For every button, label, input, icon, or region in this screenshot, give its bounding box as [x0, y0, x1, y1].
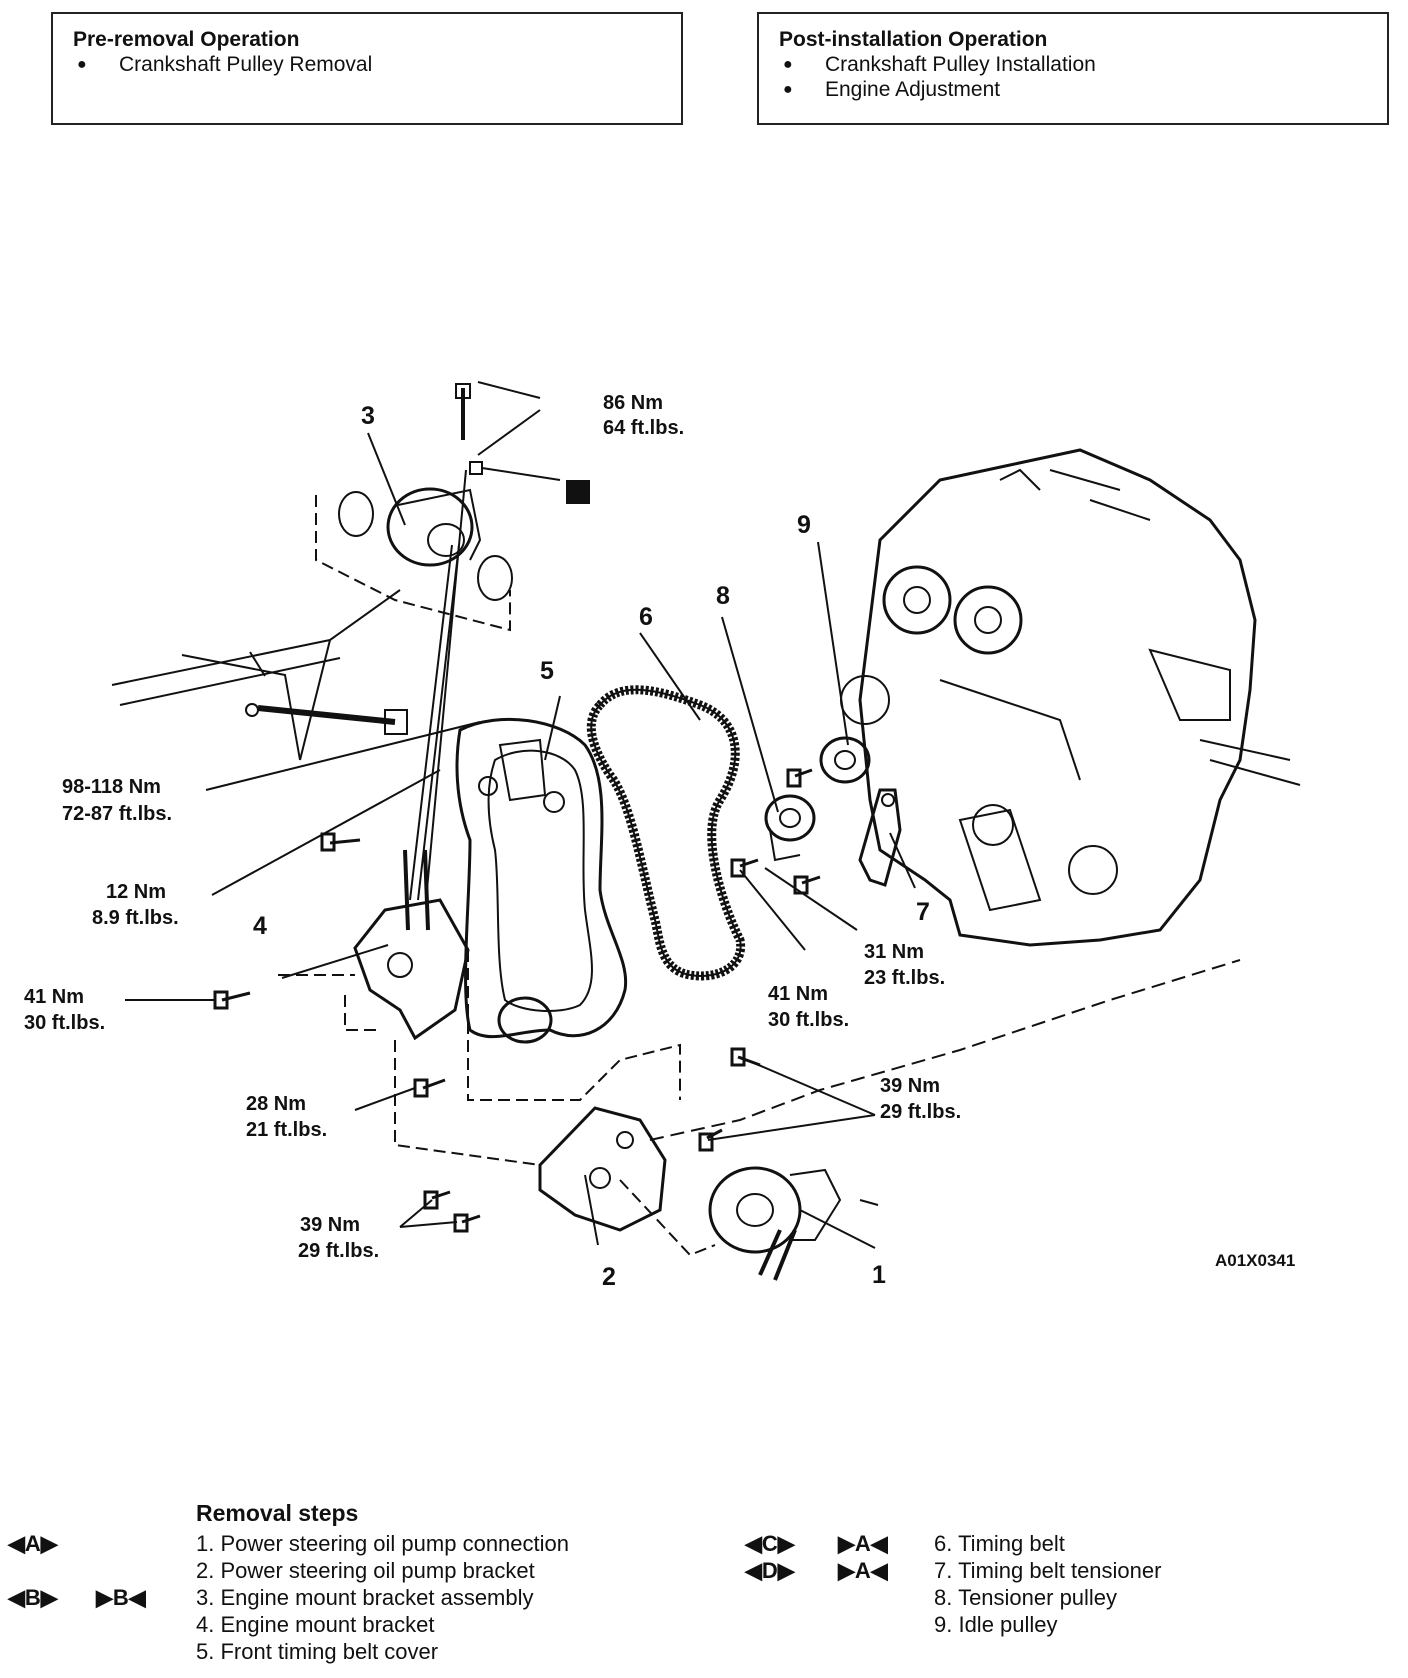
- power-steering-pump: [708, 1166, 879, 1281]
- step-item: 3. Engine mount bracket assembly: [196, 1585, 534, 1610]
- new-part-label: N: [572, 483, 585, 503]
- callout-numbers: 1 2 3 4 5 6 7 8 9: [253, 402, 930, 1291]
- step-item: 7. Timing belt tensioner: [934, 1558, 1162, 1583]
- pre-removal-box: Pre-removal Operation Crankshaft Pulley …: [51, 12, 683, 125]
- new-part-badge: [566, 480, 590, 504]
- service-mark-b-install: ▶B◀: [96, 1585, 146, 1610]
- frame-lines: [111, 639, 341, 706]
- step-item: 6. Timing belt: [934, 1531, 1065, 1556]
- service-mark-c: ◀C▶: [745, 1531, 795, 1556]
- torque-labels: 86 Nm 64 ft.lbs. 98-118 Nm 72-87 ft.lbs.…: [24, 392, 961, 1262]
- torque-ft-30-right: 30 ft.lbs.: [768, 1009, 849, 1031]
- service-mark-b: ◀B▶: [8, 1585, 58, 1610]
- callout-4: 4: [253, 912, 267, 940]
- torque-ft-64: 64 ft.lbs.: [603, 417, 684, 439]
- removal-steps-title: Removal steps: [196, 1500, 359, 1526]
- front-timing-belt-cover: [455, 717, 628, 1044]
- engine-mount-bracket: [353, 849, 470, 1041]
- service-mark-a-install: ▶A◀: [838, 1558, 888, 1583]
- figure-id: A01X0341: [1215, 1251, 1295, 1270]
- torque-ft-8-9: 8.9 ft.lbs.: [92, 907, 179, 929]
- torque-nm-41-right: 41 Nm: [768, 983, 828, 1005]
- torque-nm-39-left: 39 Nm: [300, 1214, 360, 1236]
- step-item: 5. Front timing belt cover: [196, 1639, 439, 1664]
- post-installation-box: Post-installation Operation Crankshaft P…: [757, 12, 1389, 125]
- timing-belt-tensioner: [858, 788, 902, 887]
- callout-7: 7: [916, 898, 930, 926]
- torque-ft-29-right: 29 ft.lbs.: [880, 1101, 961, 1123]
- torque-nm-86: 86 Nm: [603, 392, 663, 414]
- engine-mount-bracket-assembly: [338, 383, 513, 601]
- callout-8: 8: [716, 582, 730, 610]
- service-mark-a-install: ▶A◀: [838, 1531, 888, 1556]
- tensioner-pulley: [764, 794, 816, 862]
- idle-pulley: [819, 736, 871, 784]
- torque-nm-39-right: 39 Nm: [880, 1075, 940, 1097]
- torque-nm-41-left: 41 Nm: [24, 986, 84, 1008]
- post-installation-item: Engine Adjustment: [779, 77, 1367, 102]
- engine-block: [840, 448, 1301, 947]
- torque-ft-72-87: 72-87 ft.lbs.: [62, 803, 172, 825]
- step-item: 8. Tensioner pulley: [934, 1585, 1118, 1610]
- step-item: 1. Power steering oil pump connection: [196, 1531, 569, 1556]
- callout-3: 3: [361, 402, 375, 430]
- timing-belt: [586, 685, 746, 981]
- service-mark-d: ◀D▶: [745, 1558, 795, 1583]
- power-steering-bracket: [538, 1106, 667, 1232]
- torque-nm-12: 12 Nm: [106, 881, 166, 903]
- step-item: 4. Engine mount bracket: [196, 1612, 435, 1637]
- bolt: [213, 768, 821, 1233]
- torque-nm-28: 28 Nm: [246, 1093, 306, 1115]
- torque-ft-29-left: 29 ft.lbs.: [298, 1240, 379, 1262]
- callout-5: 5: [540, 657, 554, 685]
- pre-removal-title: Pre-removal Operation: [73, 28, 300, 51]
- step-item: 9. Idle pulley: [934, 1612, 1058, 1637]
- torque-ft-23: 23 ft.lbs.: [864, 967, 945, 989]
- torque-ft-21: 21 ft.lbs.: [246, 1119, 327, 1141]
- step-item: 2. Power steering oil pump bracket: [196, 1558, 535, 1583]
- pre-removal-item: Crankshaft Pulley Removal: [73, 52, 661, 77]
- post-installation-title: Post-installation Operation: [779, 28, 1048, 51]
- removal-steps-left: 1. Power steering oil pump connection 2.…: [196, 1530, 569, 1665]
- callout-2: 2: [602, 1263, 616, 1291]
- callout-1: 1: [872, 1261, 886, 1289]
- torque-nm-31: 31 Nm: [864, 941, 924, 963]
- removal-steps-right: 6. Timing belt 7. Timing belt tensioner …: [934, 1530, 1161, 1638]
- torque-ft-30-left: 30 ft.lbs.: [24, 1012, 105, 1034]
- leader-line: [477, 381, 541, 456]
- callout-9: 9: [797, 511, 811, 539]
- post-installation-item: Crankshaft Pulley Installation: [779, 52, 1367, 77]
- mount-bolt: [245, 703, 408, 735]
- service-mark-a: ◀A▶: [8, 1531, 58, 1556]
- torque-nm-98-118: 98-118 Nm: [62, 776, 161, 798]
- callout-6: 6: [639, 603, 653, 631]
